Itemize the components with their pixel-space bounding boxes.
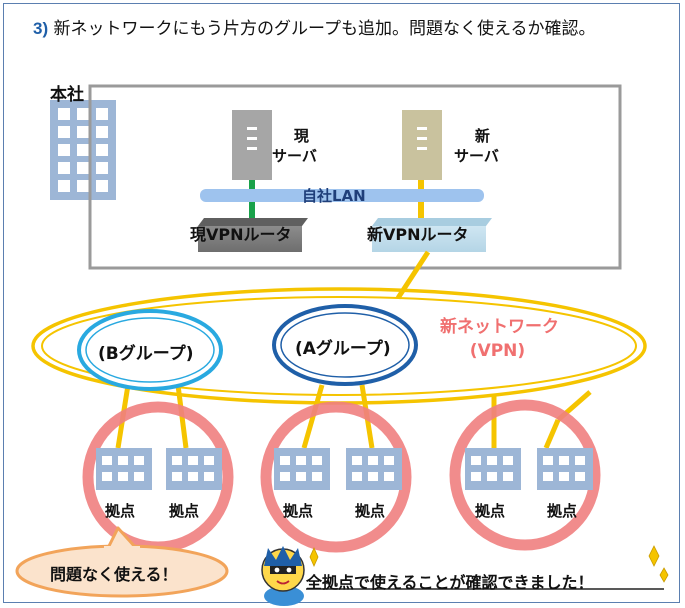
new-router-icon [372,218,492,252]
new-server-label-line1: 新 [474,127,490,145]
speech-bubble [15,526,229,598]
group-b-label: (Bグループ) [98,344,194,364]
site-building-icon [274,448,330,490]
new-server-icon [402,110,442,180]
hq-building-icon [50,100,116,200]
current-router-label: 現VPNルータ [190,225,292,244]
vpn-network-ring-inner [41,296,637,396]
bubble-text: 問題なく使える！ [50,565,178,584]
network-label: 新ネットワーク (VPN) [440,315,559,363]
current-server-label-line1: 現 [293,127,309,145]
mascot-icon [261,546,305,606]
site-label: 拠点 [169,502,200,520]
heading-text: 新ネットワークにもう片方のグループも追加。問題なく使えるか確認。 [53,19,596,39]
site-label: 拠点 [547,502,578,520]
lan-label: 自社LAN [302,187,366,205]
site-ring-middle [260,401,412,553]
new-server-label-line2: サーバ [454,147,499,165]
group-a-ring [272,304,418,386]
new-server-label: 新 サーバ [454,126,499,166]
current-router-icon [198,218,308,252]
site-building-icon [166,448,222,490]
group-b-ring [77,309,223,391]
site-label: 拠点 [355,502,386,520]
new-router-label: 新VPNルータ [367,225,469,244]
site-building-icon [96,448,152,490]
site-label: 拠点 [105,502,136,520]
conclusion-text: 全拠点で使えることが確認できました！ [306,573,594,592]
group-b-ring-inner [85,317,215,383]
hq-boundary [88,84,622,270]
sparkle-icons [309,545,669,583]
heading-step: 3) [33,19,49,38]
network-label-line1: 新ネットワーク [440,317,559,337]
lan-bar [200,189,484,202]
site-label: 拠点 [283,502,314,520]
site-label: 拠点 [475,502,506,520]
site-ring-right [449,399,601,551]
current-server-icon [232,110,272,180]
current-server-label: 現 サーバ [272,126,317,166]
network-label-line2: (VPN) [469,341,526,361]
site-building-icon [346,448,402,490]
current-server-label-line2: サーバ [272,147,317,165]
site-building-icon [537,448,593,490]
site-building-icon [465,448,521,490]
group-a-label: (Aグループ) [295,339,391,359]
hq-label: 本社 [50,85,84,105]
heading: 3) 新ネットワークにもう片方のグループも追加。問題なく使えるか確認。 [33,14,596,39]
group-a-ring-inner [280,312,410,378]
